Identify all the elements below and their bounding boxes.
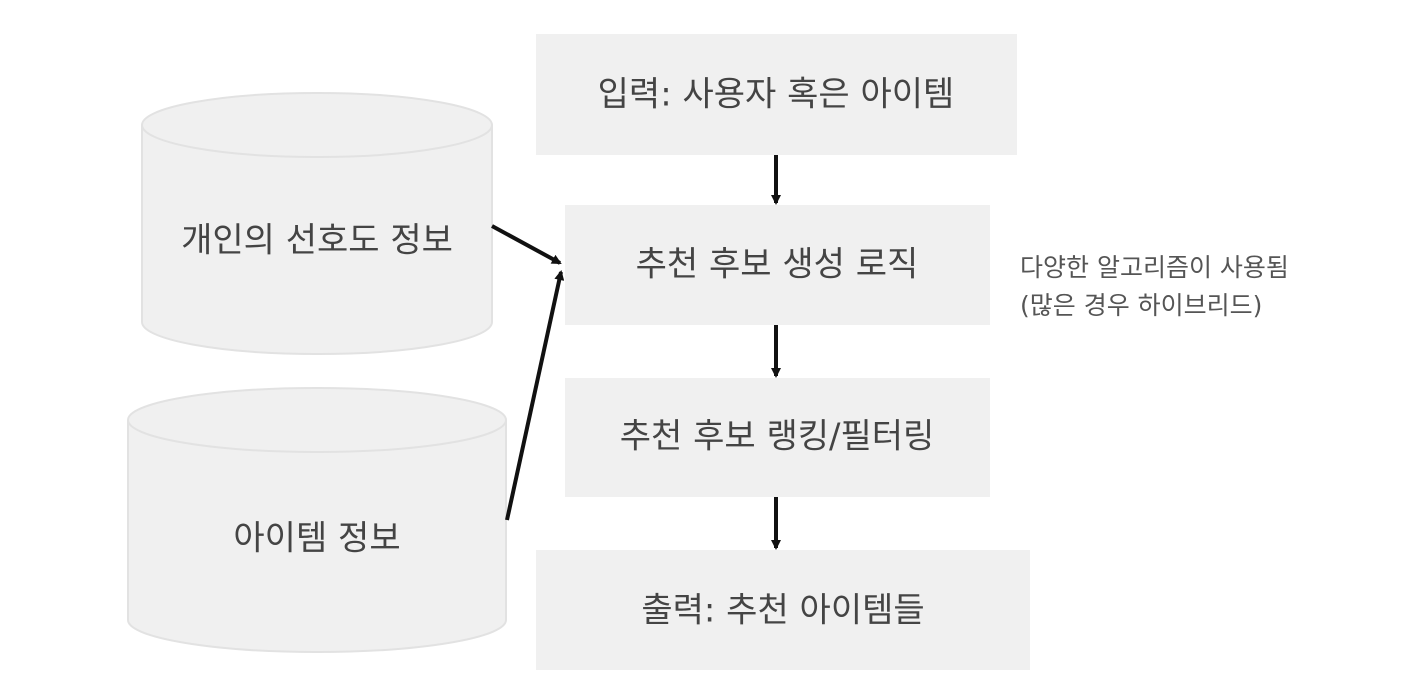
step-output: 출력: 추천 아이템들 (536, 550, 1030, 670)
datastore-label: 아이템 정보 (233, 519, 400, 559)
arrow-items-to-generation (505, 270, 565, 521)
step-candidate-generation: 추천 후보 생성 로직 (565, 205, 990, 325)
datastore-items: 아이템 정보 (127, 387, 507, 653)
annotation-line-2: (많은 경우 하이브리드) (1020, 291, 1262, 320)
step-label: 추천 후보 랭킹/필터링 (620, 417, 935, 457)
step-input: 입력: 사용자 혹은 아이템 (536, 34, 1017, 155)
datastore-preferences: 개인의 선호도 정보 (141, 92, 493, 355)
step-ranking-filtering: 추천 후보 랭킹/필터링 (565, 378, 990, 497)
arrow-preferences-to-generation (491, 224, 562, 265)
datastore-label: 개인의 선호도 정보 (181, 221, 453, 261)
algorithm-annotation: 다양한 알고리즘이 사용됨 (많은 경우 하이브리드) (1020, 253, 1289, 320)
step-label: 입력: 사용자 혹은 아이템 (598, 75, 955, 115)
annotation-line-1: 다양한 알고리즘이 사용됨 (1020, 253, 1289, 282)
step-label: 출력: 추천 아이템들 (641, 591, 924, 631)
step-label: 추천 후보 생성 로직 (636, 245, 919, 285)
